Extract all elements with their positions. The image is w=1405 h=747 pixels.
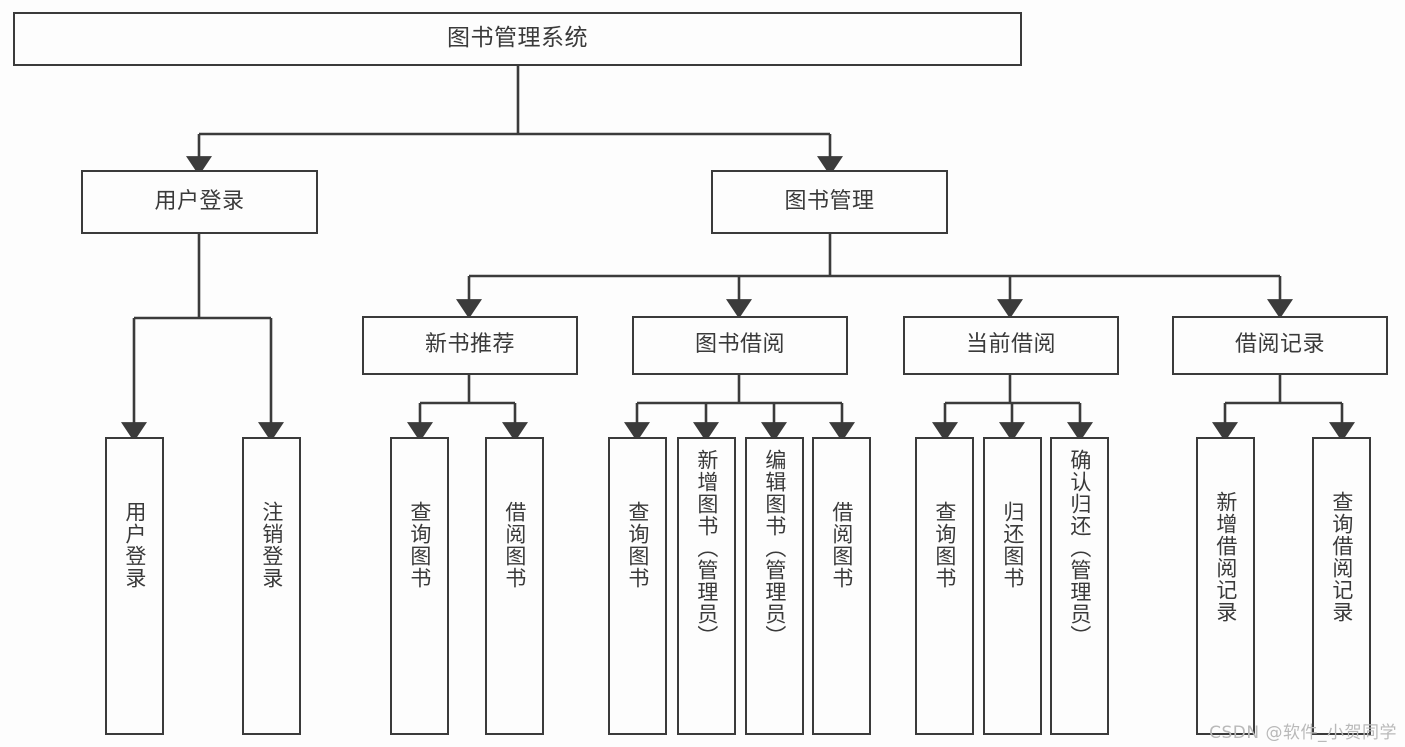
node-label: 借阅图书 — [502, 501, 527, 589]
node-label: 查询借阅记录 — [1329, 491, 1354, 623]
node-leaf-confirm-return[interactable]: 确认归还（管理员） — [1050, 437, 1109, 735]
watermark-csdn: CSDN @软件_小贺同学 — [1209, 723, 1397, 743]
node-leaf-add-book[interactable]: 新增图书（管理员） — [677, 437, 736, 735]
node-label: 借阅记录 — [1234, 332, 1325, 358]
node-label: 图书借阅 — [694, 332, 785, 358]
node-book-borrow[interactable]: 图书借阅 — [632, 316, 848, 375]
node-label: 新书推荐 — [424, 332, 515, 358]
node-label: 新增图书（管理员） — [694, 449, 719, 647]
node-leaf-query-book-1[interactable]: 查询图书 — [390, 437, 449, 735]
node-label: 图书管理 — [784, 188, 875, 214]
node-label: 注销登录 — [259, 501, 284, 589]
node-leaf-borrow-book-1[interactable]: 借阅图书 — [485, 437, 544, 735]
node-label: 当前借阅 — [965, 332, 1056, 358]
node-leaf-edit-book[interactable]: 编辑图书（管理员） — [745, 437, 804, 735]
node-label: 归还图书 — [1000, 501, 1025, 589]
node-label: 新增借阅记录 — [1213, 491, 1238, 623]
node-label: 用户登录 — [154, 188, 245, 214]
node-leaf-query-record[interactable]: 查询借阅记录 — [1312, 437, 1371, 735]
node-leaf-user-login[interactable]: 用户登录 — [105, 437, 164, 735]
node-label: 确认归还（管理员） — [1067, 449, 1092, 647]
node-borrow-record[interactable]: 借阅记录 — [1172, 316, 1388, 375]
node-label: 图书管理系统 — [447, 25, 588, 52]
node-root-book-management-system[interactable]: 图书管理系统 — [13, 12, 1022, 66]
node-label: 借阅图书 — [829, 501, 854, 589]
node-label: 编辑图书（管理员） — [762, 449, 787, 647]
node-current-borrow[interactable]: 当前借阅 — [903, 316, 1119, 375]
node-label: 查询图书 — [932, 501, 957, 589]
node-book-manage[interactable]: 图书管理 — [711, 170, 948, 234]
node-label: 查询图书 — [407, 501, 432, 589]
node-leaf-query-book-2[interactable]: 查询图书 — [608, 437, 667, 735]
node-leaf-query-book-3[interactable]: 查询图书 — [915, 437, 974, 735]
node-user-login[interactable]: 用户登录 — [81, 170, 318, 234]
node-leaf-return-book[interactable]: 归还图书 — [983, 437, 1042, 735]
node-label: 用户登录 — [122, 501, 147, 589]
node-leaf-add-record[interactable]: 新增借阅记录 — [1196, 437, 1255, 735]
node-label: 查询图书 — [625, 501, 650, 589]
node-leaf-logout-login[interactable]: 注销登录 — [242, 437, 301, 735]
node-new-book-recommend[interactable]: 新书推荐 — [362, 316, 578, 375]
node-leaf-borrow-book-2[interactable]: 借阅图书 — [812, 437, 871, 735]
